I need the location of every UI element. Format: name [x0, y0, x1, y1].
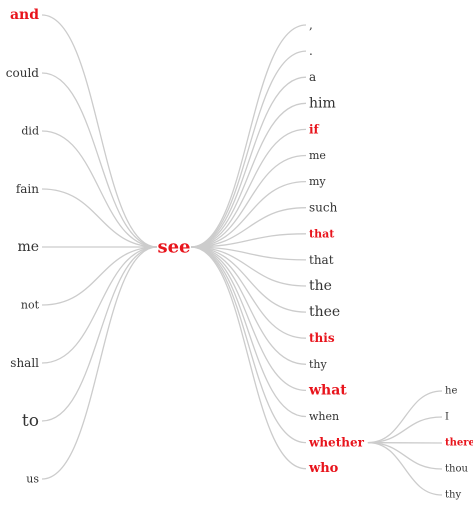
right-branch-link: [190, 246, 307, 313]
right-branch-link: [190, 207, 307, 248]
right-word[interactable]: that: [309, 253, 334, 267]
right-word[interactable]: when: [309, 410, 339, 423]
left-branch-link: [41, 188, 158, 248]
left-branch-link: [41, 246, 158, 422]
sub-word[interactable]: he: [445, 386, 457, 397]
left-word[interactable]: us: [26, 473, 39, 486]
right-branch-link: [190, 246, 307, 261]
right-word[interactable]: him: [309, 95, 336, 111]
left-word[interactable]: and: [10, 7, 39, 23]
left-branch-link: [41, 72, 158, 248]
right-branch-link: [190, 246, 307, 444]
right-word[interactable]: ,: [309, 18, 313, 32]
left-word[interactable]: could: [6, 66, 40, 80]
right-branch-link: [190, 246, 307, 339]
right-word[interactable]: if: [309, 122, 320, 136]
right-branch-link: [190, 246, 307, 287]
left-word[interactable]: did: [21, 125, 39, 138]
right-branch-link: [190, 102, 307, 248]
left-word[interactable]: to: [22, 411, 39, 431]
right-word[interactable]: my: [309, 175, 326, 188]
right-word[interactable]: such: [309, 201, 338, 215]
right-word[interactable]: that: [309, 227, 335, 240]
left-word[interactable]: fain: [16, 182, 39, 196]
sub-word[interactable]: I: [445, 412, 449, 423]
sub-branch-link: [367, 390, 443, 444]
right-branch-link: [190, 76, 307, 248]
right-branch-link: [190, 246, 307, 418]
right-word[interactable]: this: [309, 331, 335, 345]
sub-word[interactable]: thy: [445, 490, 461, 501]
right-word[interactable]: whether: [308, 436, 365, 450]
right-branch-link: [190, 154, 307, 248]
right-word[interactable]: thee: [309, 304, 340, 320]
right-branch-link: [190, 180, 307, 248]
left-branch-link: [41, 246, 158, 364]
right-branch-link: [190, 246, 307, 365]
right-word[interactable]: a: [309, 70, 316, 84]
left-word[interactable]: shall: [10, 356, 39, 370]
right-word[interactable]: the: [309, 278, 332, 294]
right-word[interactable]: thy: [309, 358, 328, 371]
sub-word[interactable]: thou: [445, 464, 468, 475]
word-tree-links: [41, 14, 443, 496]
sub-branch-link: [367, 416, 443, 444]
left-word[interactable]: not: [21, 299, 40, 312]
sub-branch-link: [367, 441, 443, 470]
left-branch-link: [41, 246, 158, 480]
left-word[interactable]: me: [17, 239, 39, 255]
right-branch-link: [190, 24, 307, 248]
right-branch-link: [190, 128, 307, 248]
sub-branch-link: [367, 441, 443, 496]
right-word[interactable]: .: [309, 44, 313, 58]
left-branch-link: [41, 14, 158, 248]
right-branch-link: [190, 246, 307, 470]
left-branch-link: [41, 130, 158, 248]
sub-word[interactable]: there: [445, 438, 473, 449]
right-branch-link: [190, 246, 307, 392]
right-word[interactable]: me: [309, 149, 326, 162]
right-branch-link: [190, 50, 307, 248]
right-word[interactable]: who: [308, 461, 339, 476]
root-word[interactable]: see: [157, 237, 190, 258]
left-branch-link: [41, 246, 158, 306]
right-word[interactable]: what: [308, 382, 347, 398]
right-branch-link: [190, 233, 307, 248]
word-tree-words: see and could did fain me not shall to us,. a him if…: [6, 7, 473, 501]
